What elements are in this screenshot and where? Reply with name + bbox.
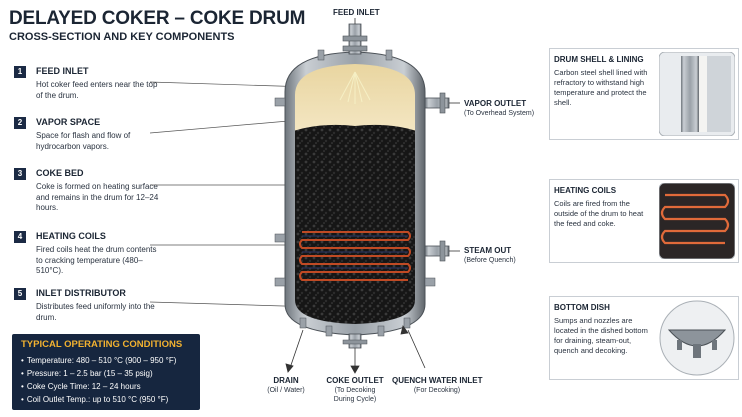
component-number: 3 xyxy=(14,168,26,180)
label-steam-out: STEAM OUT xyxy=(464,246,512,255)
callout-title: DRUM SHELL & LINING xyxy=(554,55,644,64)
label-coke-outlet-sub1: (To Decoking xyxy=(334,387,376,394)
operating-conditions-box: TYPICAL OPERATING CONDITIONS Temperature… xyxy=(12,334,200,410)
vapor-outlet-nozzle xyxy=(424,97,450,109)
heating-coils-image xyxy=(659,183,735,259)
condition-coil-outlet: Coil Outlet Temp.: up to 510 °C (950 °F) xyxy=(21,393,176,406)
label-steam-out-sub: (Before Quench) xyxy=(464,257,516,264)
bottom-arrows xyxy=(285,325,426,374)
component-title: INLET DISTRIBUTOR xyxy=(36,288,126,298)
operating-conditions-title: TYPICAL OPERATING CONDITIONS xyxy=(21,339,183,350)
callout-title: BOTTOM DISH xyxy=(554,303,610,312)
operating-conditions-list: Temperature: 480 – 510 °C (900 – 950 °F)… xyxy=(21,354,177,406)
page-title: DELAYED COKER – COKE DRUM xyxy=(9,8,306,29)
callout-desc: Sumps and nozzles are located in the dis… xyxy=(554,316,648,355)
component-number: 5 xyxy=(14,288,26,300)
label-drain: DRAIN xyxy=(273,376,299,385)
label-quench-water-sub: (For Decoking) xyxy=(413,387,461,394)
label-vapor-outlet: VAPOR OUTLET xyxy=(464,99,527,108)
component-coke-bed: 3 COKE BED Coke is formed on heating sur… xyxy=(14,168,158,218)
label-coke-outlet-sub2: During Cycle) xyxy=(333,396,377,403)
shell-lining-image xyxy=(659,52,735,136)
page-subtitle: CROSS-SECTION AND KEY COMPONENTS xyxy=(9,31,235,43)
label-coke-outlet: COKE OUTLET xyxy=(326,376,384,385)
condition-pressure: Pressure: 1 – 2.5 bar (15 – 35 psig) xyxy=(21,367,176,380)
component-desc: Hot coker feed enters near the top of th… xyxy=(36,80,158,100)
component-heating-coils: 4 HEATING COILS Fired coils heat the dru… xyxy=(14,231,157,281)
bottom-dish-image xyxy=(659,300,735,376)
component-number: 2 xyxy=(14,117,26,129)
component-desc: Space for flash and flow of hydrocarbon … xyxy=(36,131,131,151)
condition-temperature: Temperature: 480 – 510 °C (900 – 950 °F) xyxy=(21,354,177,367)
callout-heating-coils: HEATING COILS Coils are fired from the o… xyxy=(549,179,739,263)
callout-desc: Coils are fired from the outside of the … xyxy=(554,199,644,228)
feed-spray xyxy=(339,71,371,104)
callout-desc: Carbon steel shell lined with refractory… xyxy=(554,68,648,107)
callout-drum-shell: DRUM SHELL & LINING Carbon steel shell l… xyxy=(549,48,739,140)
label-drain-sub: (Oil / Water) xyxy=(267,387,305,394)
component-title: COKE BED xyxy=(36,168,84,178)
component-title: FEED INLET xyxy=(36,66,89,76)
component-feed-inlet: 1 FEED INLET Hot coker feed enters near … xyxy=(14,66,157,106)
component-number: 4 xyxy=(14,231,26,243)
steam-out-nozzle xyxy=(424,245,450,257)
heating-coils xyxy=(299,231,411,281)
component-desc: Fired coils heat the drum contents to cr… xyxy=(36,245,157,275)
component-inlet-distributor: 5 INLET DISTRIBUTOR Distributes feed uni… xyxy=(14,288,155,328)
component-title: VAPOR SPACE xyxy=(36,117,101,127)
label-quench-water: QUENCH WATER INLET xyxy=(392,376,483,385)
callout-bottom-dish: BOTTOM DISH Sumps and nozzles are locate… xyxy=(549,296,739,380)
label-vapor-outlet-sub: (To Overhead System) xyxy=(464,110,535,117)
label-feed-inlet: FEED INLET xyxy=(333,8,380,17)
component-vapor-space: 2 VAPOR SPACE Space for flash and flow o… xyxy=(14,117,154,157)
heating-coils-blue xyxy=(302,235,408,269)
condition-cycle-time: Coke Cycle Time: 12 – 24 hours xyxy=(21,380,176,393)
component-number: 1 xyxy=(14,66,26,78)
component-desc: Coke is formed on heating surface and re… xyxy=(36,182,159,212)
callout-title: HEATING COILS xyxy=(554,186,617,195)
coke-bed xyxy=(295,124,415,324)
component-desc: Distributes feed uniformly into the drum… xyxy=(36,302,155,322)
component-title: HEATING COILS xyxy=(36,231,106,241)
